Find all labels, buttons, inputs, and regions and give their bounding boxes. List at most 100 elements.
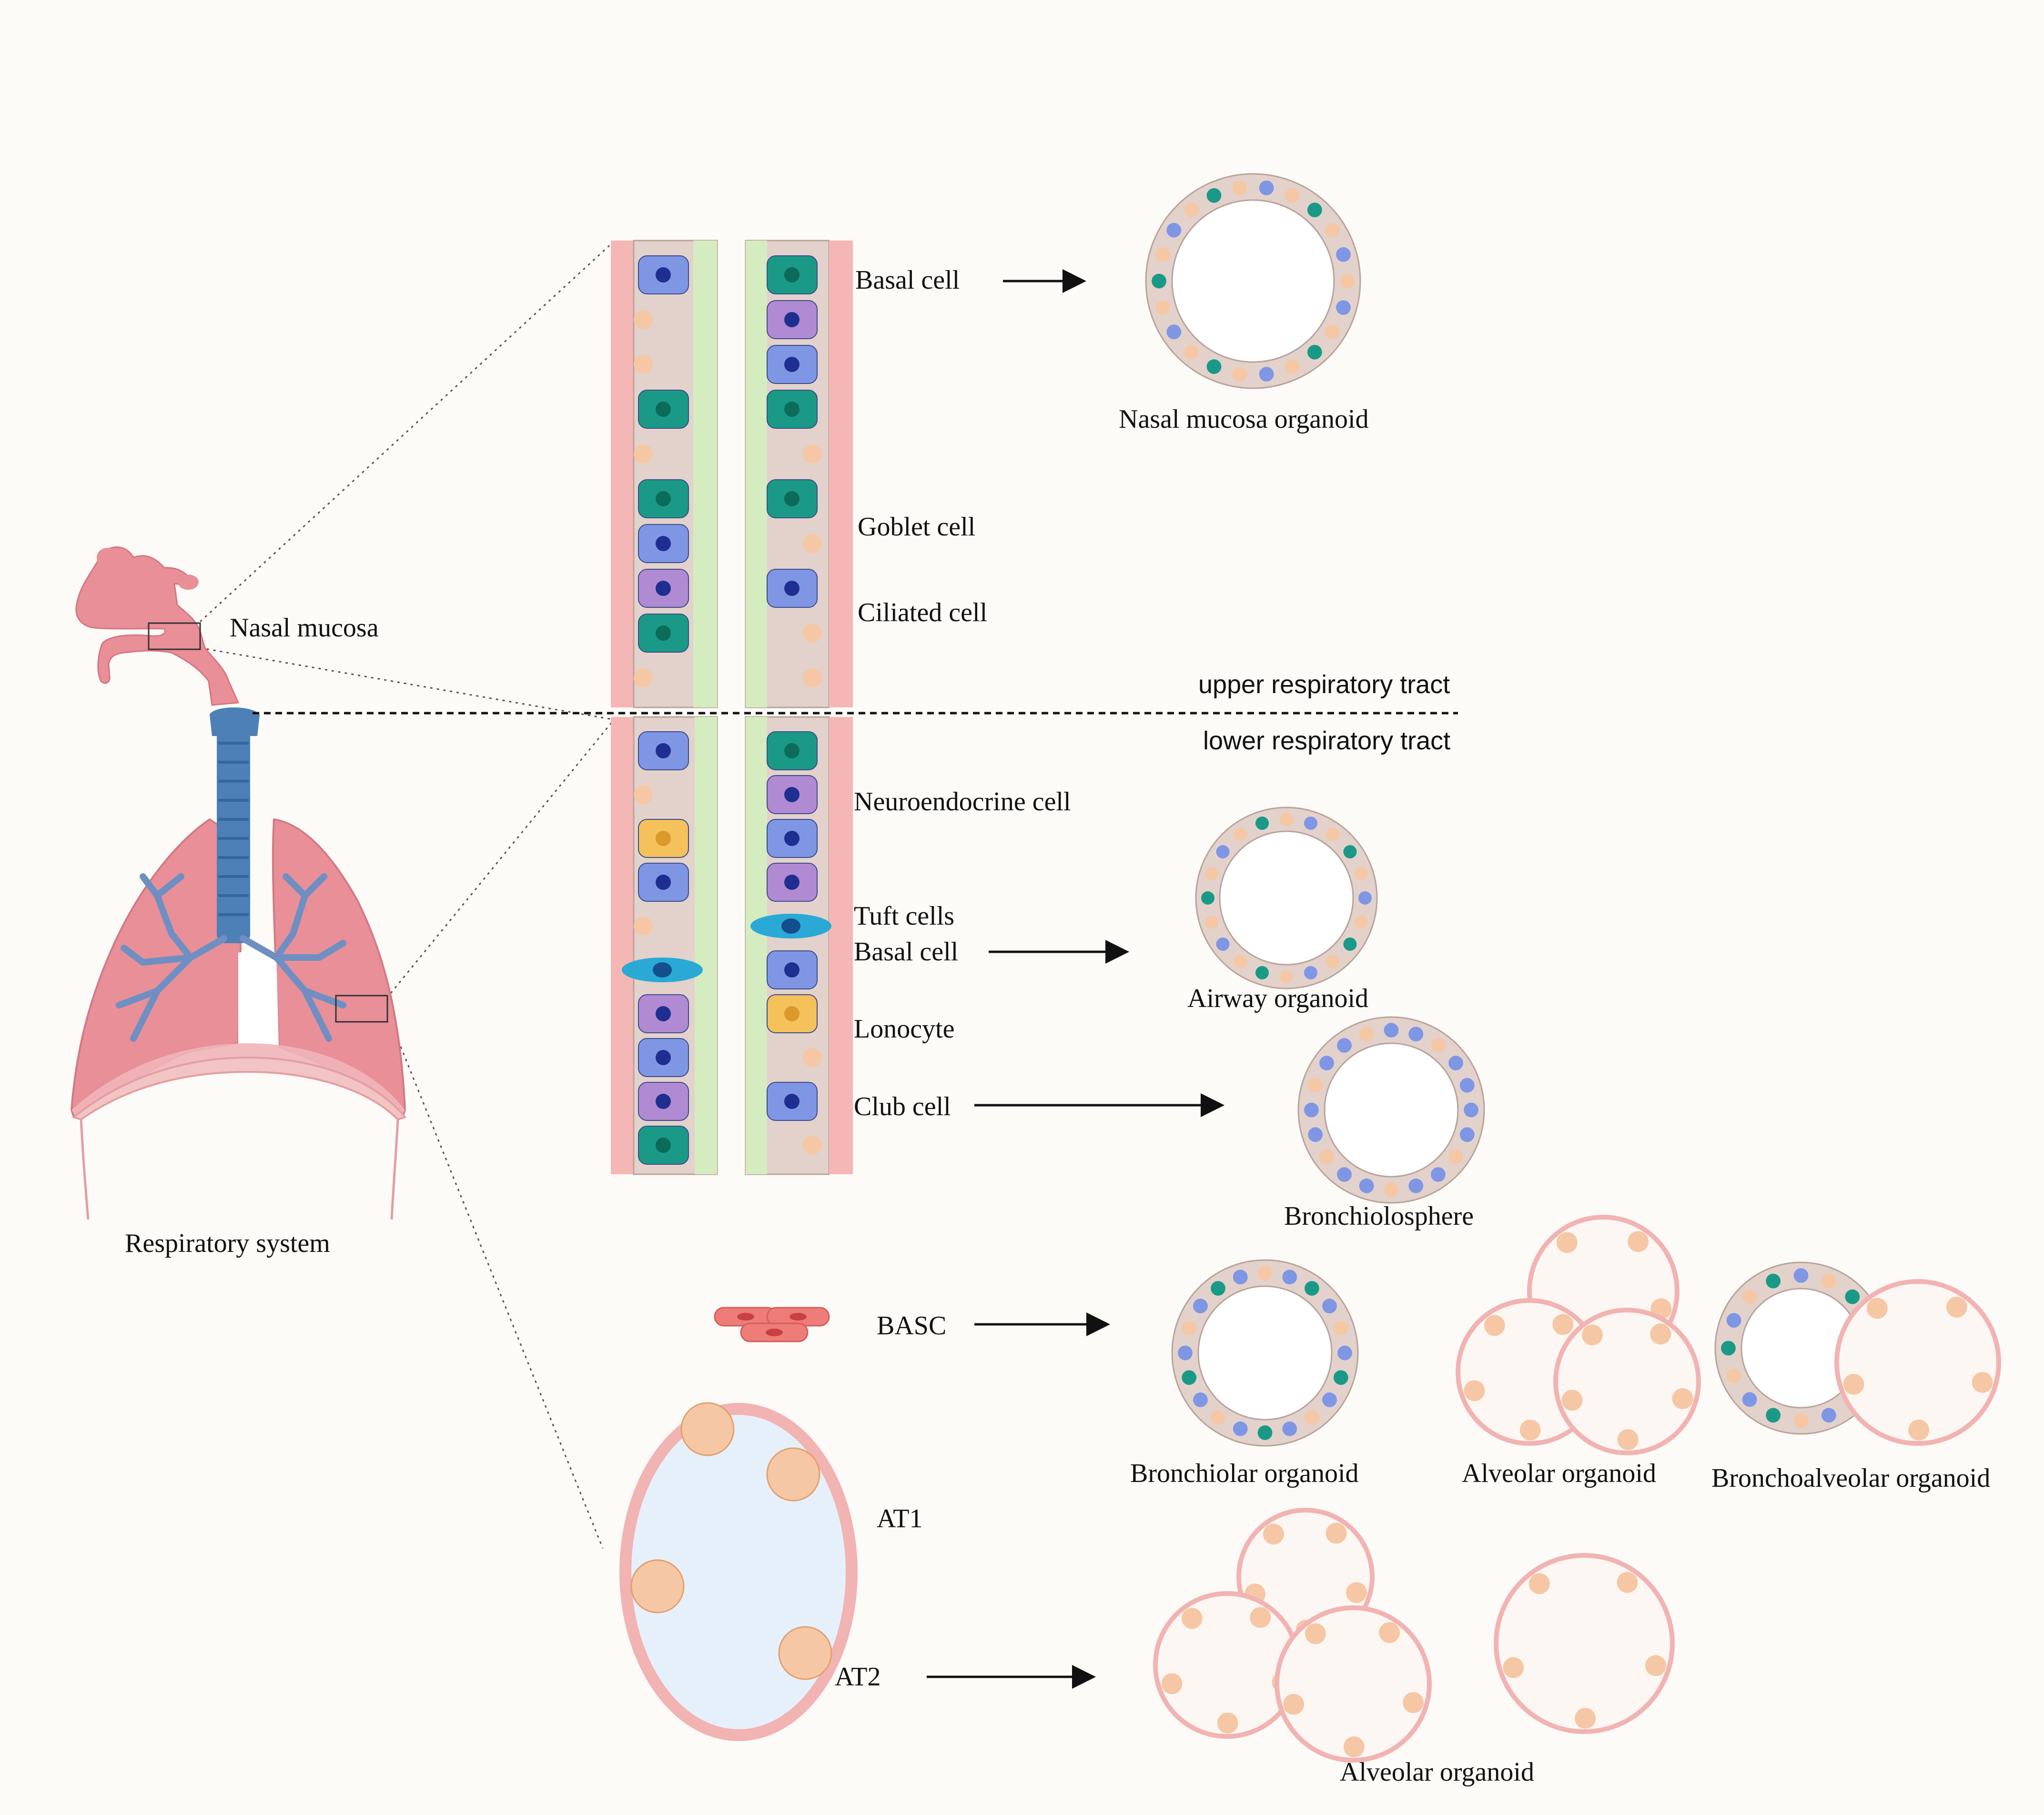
organoid-cell [1259, 181, 1274, 195]
at2-cell [1403, 1692, 1424, 1714]
at2-cell [1181, 1608, 1203, 1629]
at2-cell [1628, 1231, 1649, 1252]
organoid-cell [1431, 1038, 1446, 1053]
organoid-cell [1325, 324, 1340, 340]
nasal-zoom-box [148, 622, 201, 650]
at1-label: AT1 [877, 1504, 923, 1533]
at2-cell [1217, 1712, 1238, 1734]
bronchiolar-organoid [1171, 1259, 1359, 1447]
at2-cell [1346, 1582, 1367, 1603]
organoid-cell [1337, 1345, 1352, 1361]
organoid-cell [1742, 1392, 1757, 1407]
ciliated-cell [803, 624, 822, 643]
at2-cell [1908, 1419, 1930, 1441]
at2-cell [1161, 1673, 1183, 1694]
at2-cell [1972, 1371, 1993, 1393]
ciliated-cell [803, 1136, 822, 1155]
cell-nucleus [656, 491, 671, 506]
nasal-cavity-shape [75, 546, 240, 706]
at2-cell [1650, 1323, 1671, 1345]
organoid-cell [1307, 202, 1322, 218]
nasal-mucosa-label: Nasal mucosa [230, 613, 379, 643]
bronchiolosphere-label: Bronchiolosphere [1284, 1201, 1474, 1231]
organoid-cell [1359, 1027, 1374, 1042]
lower-tract-label: lower respiratory tract [1203, 726, 1451, 755]
organoid-cell [1166, 222, 1182, 238]
at2-cell [680, 1402, 735, 1456]
organoid-cell [1384, 1182, 1399, 1197]
cell-nucleus [656, 581, 671, 596]
cell-nucleus [784, 962, 799, 978]
alveolar-organoid-basc-label: Alveolar organoid [1462, 1459, 1656, 1488]
organoid-cell [1211, 1281, 1225, 1296]
organoid-cell [1233, 1421, 1248, 1436]
at2-cell [1946, 1296, 1967, 1318]
organoid-cell [1337, 1038, 1352, 1053]
at2-cell [1250, 1607, 1271, 1628]
ciliated-cell [803, 444, 822, 464]
organoid-cell [1307, 344, 1322, 360]
lung-zoom-box [335, 995, 388, 1023]
organoid-cell [1234, 827, 1247, 841]
organoid-cell [1305, 1281, 1319, 1296]
ciliated-cell [634, 355, 653, 374]
neuroendocrine-cell-label: Neuroendocrine cell [854, 787, 1071, 817]
organoid-cell [1354, 867, 1368, 881]
cell-nucleus [656, 267, 671, 282]
ciliated-cell [634, 310, 653, 329]
organoid-cell [1211, 1410, 1225, 1425]
organoid-cell [1184, 202, 1199, 218]
at2-cell [1379, 1622, 1400, 1644]
cell-nucleus [656, 402, 671, 417]
organoid-cell [1232, 181, 1247, 195]
cell-nucleus [656, 1138, 671, 1153]
cell-nucleus [653, 962, 672, 978]
cell-nucleus [784, 357, 799, 372]
cell-nucleus [781, 918, 800, 934]
alveolar-organoid-at2-right [1275, 1605, 1432, 1763]
organoid-cell [1182, 1370, 1197, 1385]
cell-nucleus [784, 787, 799, 802]
organoid-cell [1201, 891, 1214, 905]
alveolar-organoid-at2-label: Alveolar organoid [1340, 1757, 1534, 1787]
at2-cell [1672, 1388, 1693, 1410]
at2-cell [1283, 1694, 1305, 1715]
organoid-cell [1325, 222, 1340, 238]
organoid-cell [1408, 1178, 1424, 1193]
respiratory-system-illustration [70, 546, 407, 1220]
organoid-cell [1448, 1150, 1463, 1164]
cell-nucleus [656, 536, 671, 551]
organoid-cell [1766, 1273, 1781, 1289]
at2-cell [778, 1626, 832, 1680]
cell-nucleus [656, 743, 671, 758]
at2-cell [1866, 1298, 1888, 1319]
organoid-cell [1233, 1270, 1248, 1285]
organoid-cell [1821, 1408, 1836, 1423]
organoid-cell [1280, 970, 1293, 983]
at2-cell [1326, 1523, 1347, 1544]
organoid-cell [1282, 1270, 1297, 1285]
organoid-cell [1205, 867, 1219, 881]
organoid-cell [1821, 1273, 1836, 1289]
airway-organoid [1195, 807, 1378, 989]
basal-cell-lower-label: Basal cell [854, 937, 959, 967]
organoid-cell [1319, 1150, 1334, 1164]
bronchiolar-organoid-label: Bronchiolar organoid [1130, 1459, 1359, 1488]
cell-nucleus [656, 875, 671, 890]
cell-nucleus [656, 1094, 671, 1109]
organoid-cell [1255, 966, 1269, 979]
organoid-cell [1166, 324, 1182, 340]
cell-nucleus [784, 875, 799, 890]
nasal-mucosa-organoid-label: Nasal mucosa organoid [1119, 404, 1369, 434]
organoid-cell [1280, 813, 1293, 826]
trachea-shape [217, 715, 250, 943]
ciliated-cell [634, 668, 653, 687]
organoid-cell [1319, 1056, 1334, 1070]
organoid-cell [1206, 188, 1222, 203]
organoid-cell [1408, 1027, 1424, 1042]
respiratory-system-label: Respiratory system [125, 1229, 330, 1258]
bronchiolosphere [1297, 1016, 1485, 1204]
organoid-cell [1305, 1410, 1319, 1425]
ciliated-cell [634, 785, 653, 804]
